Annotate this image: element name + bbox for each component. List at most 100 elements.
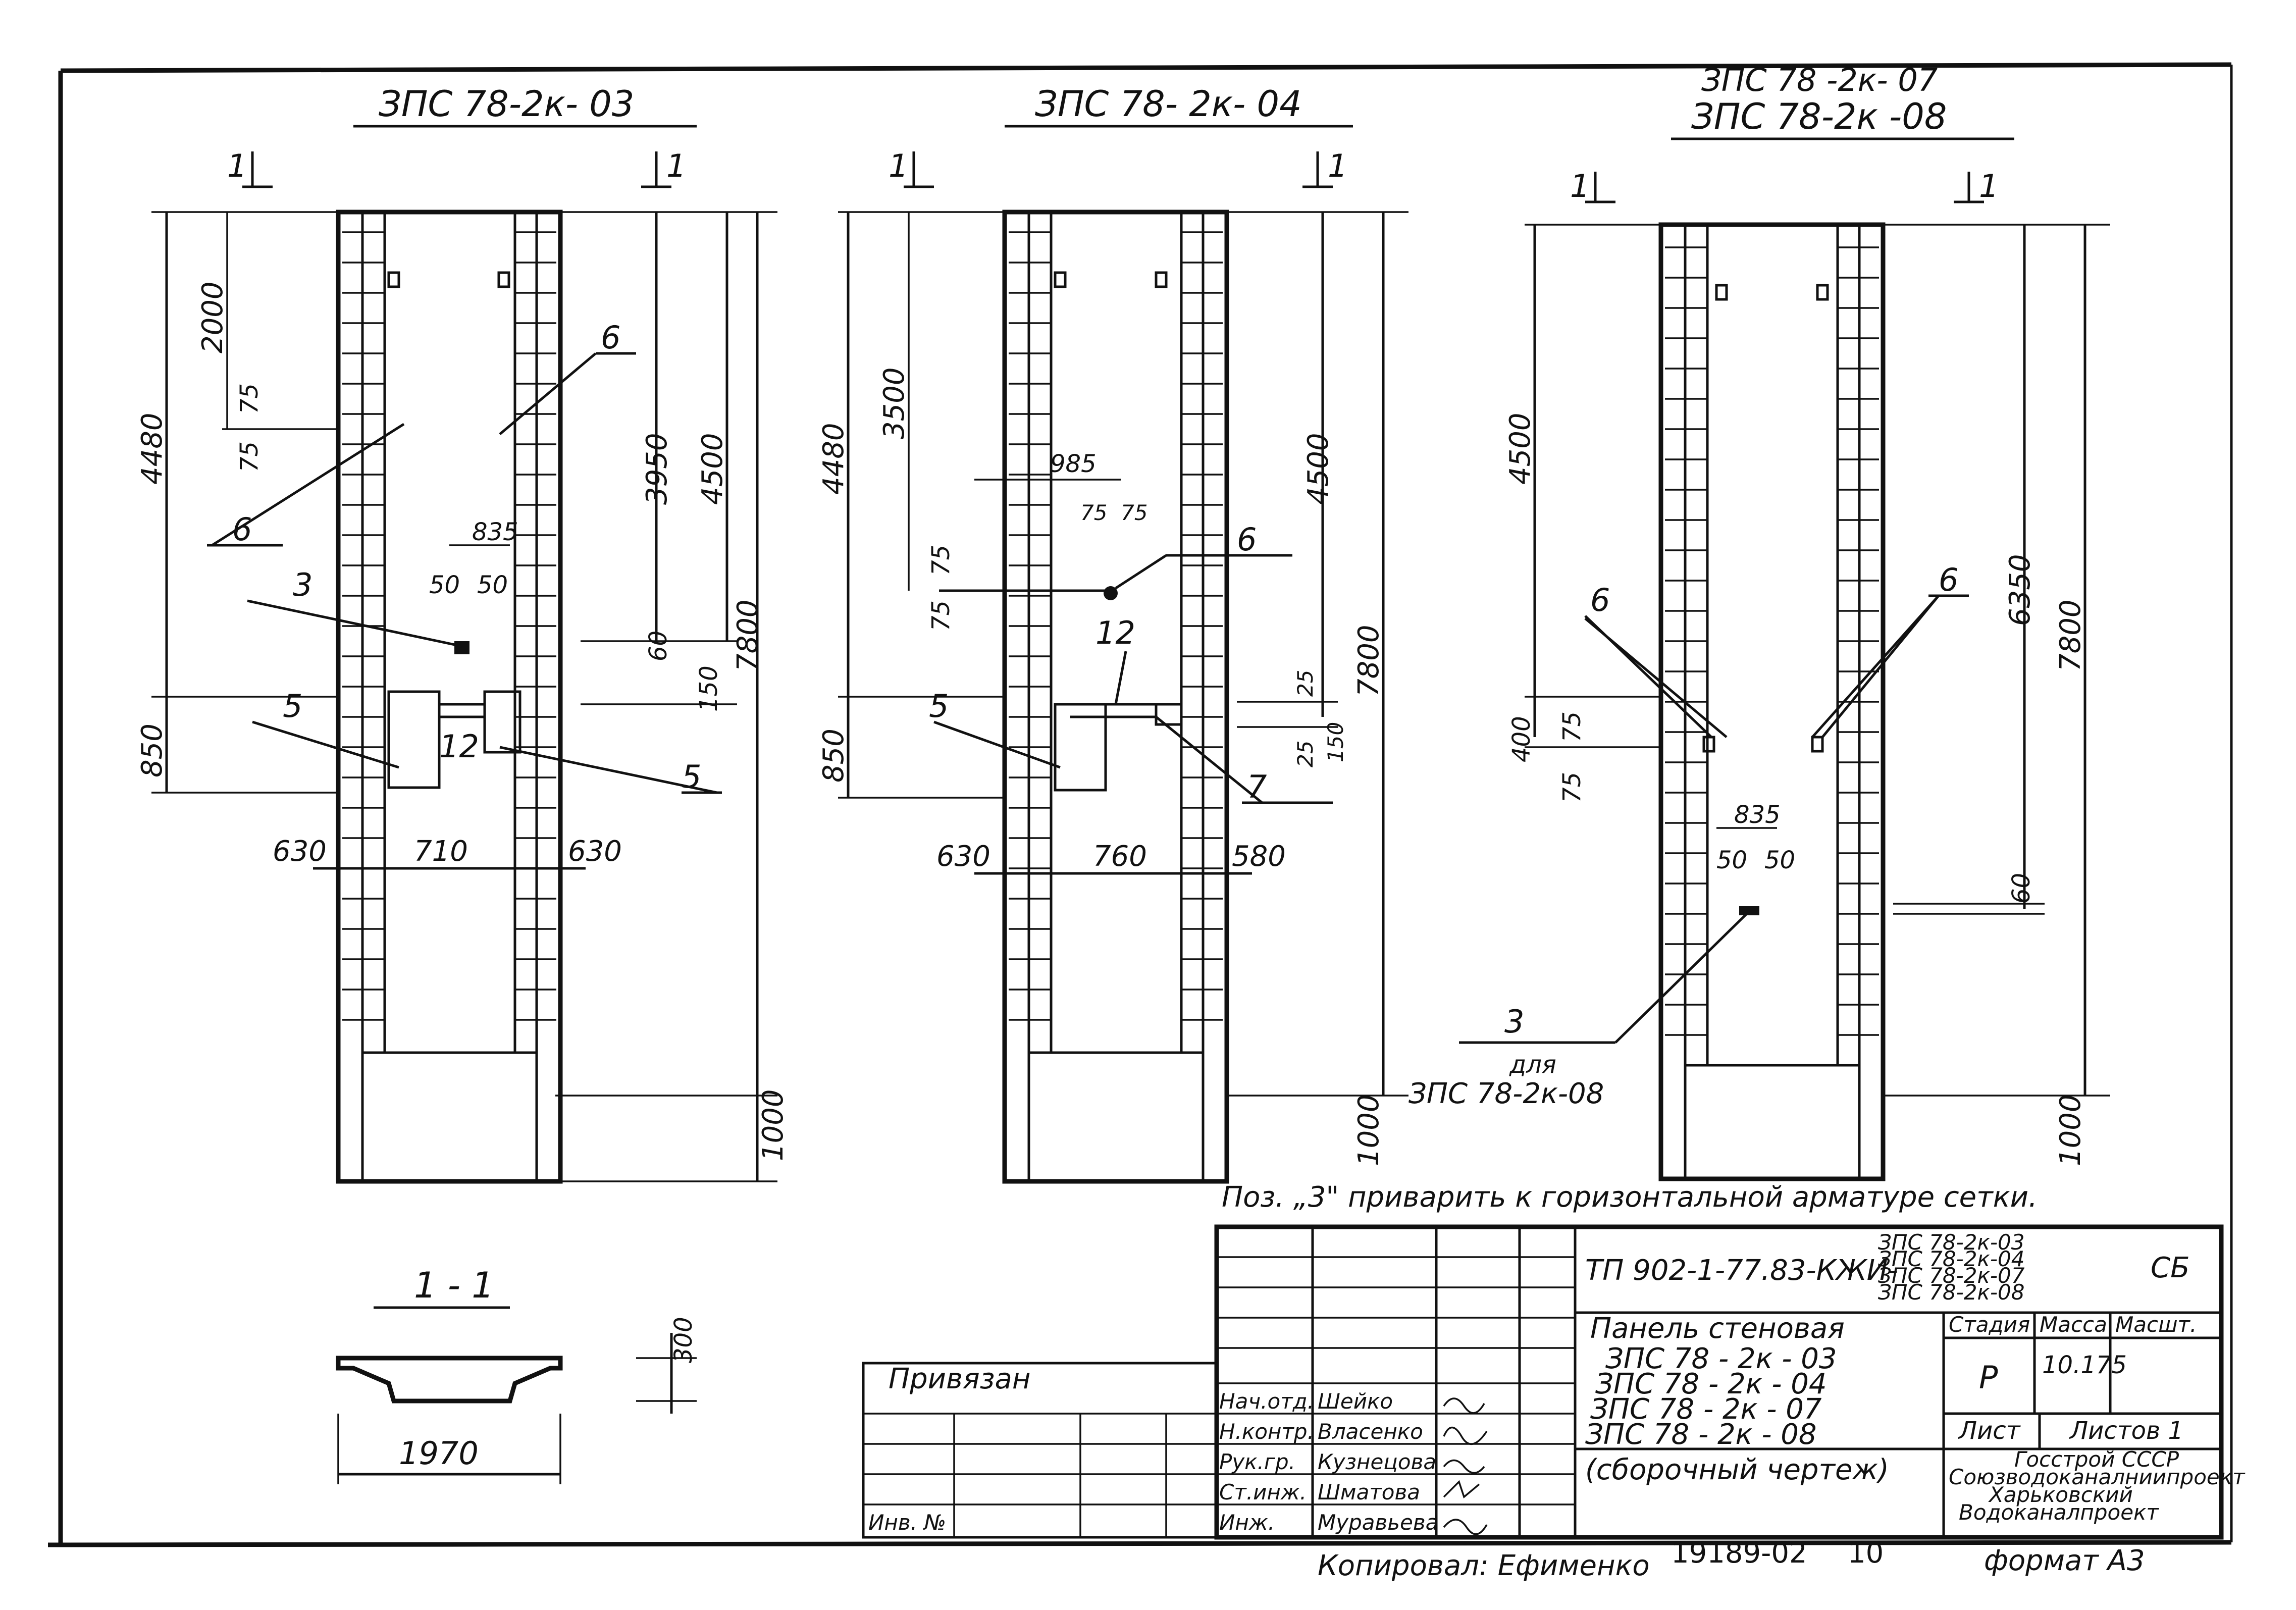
v3-callout-6b: 6	[1939, 561, 1958, 598]
view-3-panel: ЗПС 78 -2к- 07 ЗПС 78-2к -08 1 1	[1408, 62, 2110, 1181]
stamp-role-2: Н.контр.	[1219, 1419, 1314, 1444]
v3-dim-400: 400	[1507, 716, 1536, 762]
v3-callout-3-note2: ЗПС 78-2к-08	[1408, 1077, 1604, 1110]
v2-dim-75b: 75	[927, 600, 955, 631]
sheet-frame	[47, 62, 2233, 1547]
stamp-doc-mark-3: ЗПС 78-2к-07	[1878, 1263, 2025, 1288]
view-1-section-left: 1	[227, 147, 247, 184]
stamp-h-scale: Масшт.	[2115, 1312, 2197, 1337]
v1-callout-5a: 5	[283, 688, 302, 724]
stamp-product-4: ЗПС 78 - 2к - 08	[1585, 1418, 1817, 1451]
v1-dim-850: 850	[136, 723, 169, 777]
stamp-doc-mark-4: ЗПС 78-2к-08	[1878, 1280, 2024, 1305]
stamp-product-3: ЗПС 78 - 2к - 07	[1590, 1393, 1822, 1426]
v1-dim-4500: 4500	[696, 433, 729, 505]
v1-dim-710: 710	[414, 835, 468, 868]
v3-dim-75b: 75	[1558, 772, 1586, 803]
v3-dim-50a: 50	[1716, 846, 1747, 874]
v3-dim-50b: 50	[1764, 846, 1795, 874]
view-3-section-right: 1	[1979, 168, 1999, 204]
stamp-product-sub: (сборочный чертеж)	[1585, 1453, 1889, 1486]
v2-dim-850: 850	[817, 729, 850, 783]
stamp-name-2: Власенко	[1318, 1419, 1423, 1444]
v1-dim-60: 60	[644, 631, 672, 661]
view-3-section-left: 1	[1570, 168, 1590, 204]
stamp-name-5: Муравьева	[1318, 1510, 1438, 1535]
v2-dim-4500: 4500	[1302, 433, 1335, 505]
weld-note: Поз. „3" приварить к горизонтальной арма…	[1222, 1181, 2038, 1214]
v3-dim-4500: 4500	[1504, 412, 1537, 485]
v2-dim-7800: 7800	[1352, 625, 1385, 697]
view-2-panel: ЗПС 78- 2к- 04 1 1	[817, 83, 1408, 1184]
v2-dim-3500: 3500	[878, 367, 911, 439]
stamp-bound: Привязан	[889, 1363, 1030, 1395]
stamp-role-5: Инж.	[1219, 1510, 1275, 1535]
v1-dim-630a: 630	[273, 835, 327, 868]
v3-dim-1000: 1000	[2054, 1094, 2087, 1166]
v3-callout-3-note: для	[1509, 1051, 1556, 1079]
v1-dim-7800: 7800	[732, 599, 764, 671]
stamp-doc-mark-1: ЗПС 78-2к-03	[1878, 1230, 2024, 1255]
v1-dim-75b: 75	[235, 441, 264, 472]
v1-dim-50b: 50	[477, 571, 508, 599]
section-height: 300	[669, 1317, 698, 1363]
view-1-section-right: 1	[666, 147, 686, 184]
v2-dim-4480: 4480	[817, 423, 850, 495]
stamp-stage: Р	[1979, 1359, 1998, 1396]
signature-2	[1443, 1426, 1488, 1445]
view-2-section-right: 1	[1328, 147, 1347, 184]
stamp-role-3: Рук.гр.	[1219, 1449, 1295, 1474]
stamp-sheets: Листов 1	[2069, 1417, 2183, 1445]
v3-dim-60: 60	[2007, 873, 2036, 904]
signature-1	[1443, 1397, 1485, 1414]
v1-callout-6a: 6	[232, 511, 252, 548]
v1-dim-4480: 4480	[136, 412, 169, 485]
view-3-title-b: ЗПС 78-2к -08	[1691, 96, 1947, 137]
title-block: ТП 902-1-77.83-КЖИ- ЗПС 78-2к-03 ЗПС 78-…	[1214, 1224, 2246, 1540]
stamp-doc-type: СБ	[2151, 1252, 2190, 1284]
section-title: 1 - 1	[414, 1265, 494, 1306]
v1-callout-5b: 5	[682, 758, 701, 795]
stamp-doc-mark-2: ЗПС 78-2к-04	[1878, 1247, 2024, 1271]
footer-format: формат А3	[1984, 1544, 2145, 1577]
stamp-doc-code: ТП 902-1-77.83-КЖИ-	[1585, 1254, 1898, 1287]
stamp-role-1: Нач.отд.	[1219, 1389, 1314, 1414]
v2-dim-150: 150	[1323, 722, 1348, 762]
v1-dim-630b: 630	[568, 835, 622, 868]
v1-dim-2000: 2000	[196, 281, 229, 353]
view-2-title: ЗПС 78- 2к- 04	[1035, 83, 1302, 125]
stamp-org-3: Харьковский	[1988, 1482, 2133, 1507]
v2-dim-985: 985	[1050, 450, 1097, 478]
v3-dim-7800: 7800	[2054, 599, 2087, 671]
footer-page: 10	[1848, 1537, 1884, 1570]
v2-dim-1000: 1000	[1352, 1094, 1385, 1166]
view-2-section-left: 1	[889, 147, 908, 184]
stamp-role-4: Ст.инж.	[1219, 1480, 1307, 1504]
v2-dim-75a: 75	[927, 545, 955, 576]
v3-dim-75a: 75	[1558, 711, 1586, 742]
v2-dim-760: 760	[1093, 840, 1147, 873]
view-1-panel: ЗПС 78-2к- 03 1 1	[136, 83, 790, 1184]
stamp-name-4: Шматова	[1318, 1480, 1420, 1504]
footer-num: 19189-02	[1671, 1537, 1807, 1570]
v3-callout-6a: 6	[1590, 582, 1610, 618]
stamp-org-1: Госстрой СССР	[2014, 1447, 2179, 1472]
binding-box: Привязан Инв. №	[862, 1362, 1218, 1539]
stamp-name-3: Кузнецова	[1318, 1449, 1436, 1474]
stamp-product-1: ЗПС 78 - 2к - 03	[1605, 1342, 1837, 1375]
v2-callout-12: 12	[1095, 614, 1135, 651]
v2-dim-25a: 25	[1293, 670, 1318, 697]
stamp-sheet: Лист	[1958, 1417, 2021, 1445]
v2-dim-630: 630	[936, 840, 990, 873]
stamp-mass: 10.175	[2042, 1351, 2127, 1379]
section-1-1: 1 - 1 1970 300	[336, 1265, 698, 1484]
section-width: 1970	[399, 1435, 479, 1472]
stamp-product-2: ЗПС 78 - 2к - 04	[1595, 1368, 1827, 1400]
view-1-title: ЗПС 78-2к- 03	[379, 83, 634, 125]
v2-dim-25b: 25	[1293, 741, 1318, 767]
view-3-title-a: ЗПС 78 -2к- 07	[1701, 62, 1938, 98]
signature-4	[1443, 1480, 1480, 1498]
v2-callout-6: 6	[1237, 521, 1257, 558]
v1-dim-1000: 1000	[757, 1089, 790, 1161]
